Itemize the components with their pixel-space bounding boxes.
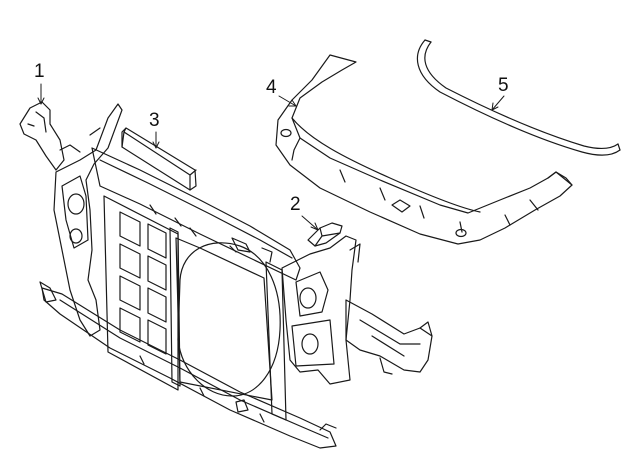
radiator-support-bracket — [19, 101, 65, 171]
callout-2: 2 — [290, 194, 301, 215]
leader-4 — [278, 95, 297, 107]
leader-2 — [301, 215, 319, 231]
upper-tie-bar — [275, 54, 573, 245]
upper-seal-strip — [121, 127, 197, 191]
radiator-support-frame — [39, 103, 433, 449]
hood-seal — [416, 39, 621, 156]
arrowhead-4 — [288, 99, 297, 107]
arrowhead-3 — [152, 141, 160, 149]
callout-4: 4 — [266, 77, 277, 98]
callout-3: 3 — [149, 110, 160, 131]
arrowhead-5 — [491, 102, 499, 111]
leader-5 — [491, 95, 505, 111]
callout-1: 1 — [34, 61, 45, 82]
small-bracket — [307, 222, 343, 247]
arrowhead-2 — [310, 222, 319, 231]
leader-arrows — [37, 83, 505, 231]
callout-5: 5 — [498, 75, 509, 96]
arrowhead-1 — [37, 97, 45, 105]
